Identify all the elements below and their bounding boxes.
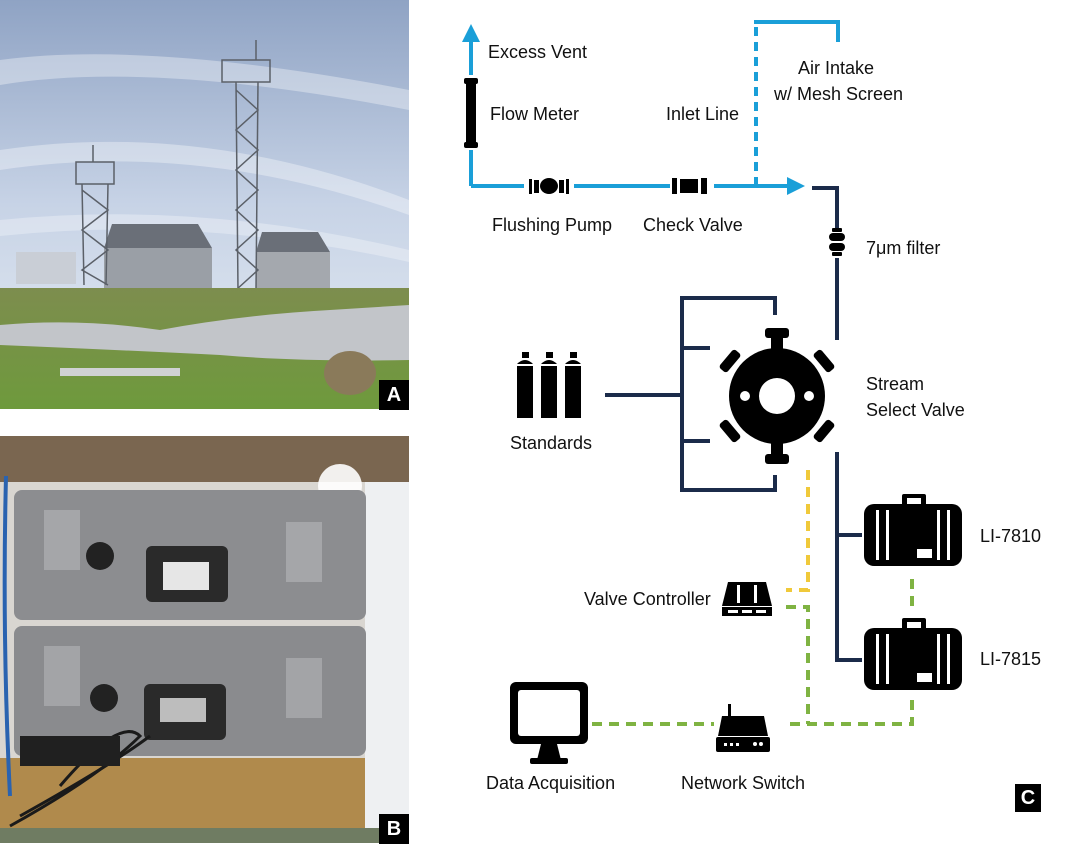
label-excess-vent: Excess Vent xyxy=(488,42,587,62)
label-flow-meter: Flow Meter xyxy=(490,104,579,124)
vent-arrow-icon xyxy=(462,24,480,42)
flow-arrow-icon xyxy=(787,177,805,195)
instrument-cases-illustration xyxy=(0,436,409,843)
valve-controller-icon xyxy=(722,582,772,616)
standards-cylinders-icon xyxy=(517,352,581,418)
gas-manifold xyxy=(680,296,777,492)
label-stream-2: Select Valve xyxy=(866,400,965,420)
label-network-switch: Network Switch xyxy=(681,773,805,793)
tall-tower xyxy=(221,40,271,291)
network-line-valve-controller xyxy=(786,605,810,724)
container-building xyxy=(16,252,76,284)
left-building xyxy=(104,248,212,288)
label-inlet-line: Inlet Line xyxy=(666,104,739,124)
analyzer-li7810-icon xyxy=(864,494,962,566)
air-intake-line xyxy=(754,20,840,42)
stream-select-valve-icon xyxy=(719,328,835,464)
rocks xyxy=(0,305,409,361)
network-switch-icon xyxy=(716,704,770,752)
label-filter: 7μm filter xyxy=(866,238,940,258)
photo-field-station xyxy=(0,0,409,409)
label-valve-controller: Valve Controller xyxy=(584,589,711,609)
gas-line-to-analyzers xyxy=(835,452,862,662)
photo-instrument-cases xyxy=(0,436,409,843)
filter-icon xyxy=(829,228,845,256)
air-lines xyxy=(469,20,840,188)
flushing-pump-icon xyxy=(529,178,569,194)
label-li7810: LI-7810 xyxy=(980,526,1041,546)
monitor-icon xyxy=(510,682,588,764)
network-lines xyxy=(592,579,914,726)
label-flushing-pump: Flushing Pump xyxy=(492,215,612,235)
valve-control-line xyxy=(786,470,810,592)
label-stream-1: Stream xyxy=(866,374,924,394)
label-li7815: LI-7815 xyxy=(980,649,1041,669)
flow-meter-icon xyxy=(464,78,478,148)
gas-lines xyxy=(605,186,862,662)
network-line-li7815 xyxy=(790,700,914,726)
system-diagram: Excess Vent Flow Meter Inlet Line Air In… xyxy=(462,20,1041,793)
label-data-acquisition: Data Acquisition xyxy=(486,773,615,793)
analyzer-li7815-icon xyxy=(864,618,962,690)
check-valve-icon xyxy=(672,178,707,194)
label-standards: Standards xyxy=(510,433,592,453)
panel-badge-a: A xyxy=(379,380,409,410)
label-air-intake-2: w/ Mesh Screen xyxy=(773,84,903,104)
label-air-intake-1: Air Intake xyxy=(798,58,874,78)
panel-badge-b: B xyxy=(379,814,409,844)
gas-line-to-filter xyxy=(812,186,839,228)
field-station-illustration xyxy=(0,0,409,409)
label-check-valve: Check Valve xyxy=(643,215,743,235)
short-tower xyxy=(75,145,115,286)
right-building xyxy=(256,252,330,288)
panel-badge-c: C xyxy=(1015,784,1041,812)
